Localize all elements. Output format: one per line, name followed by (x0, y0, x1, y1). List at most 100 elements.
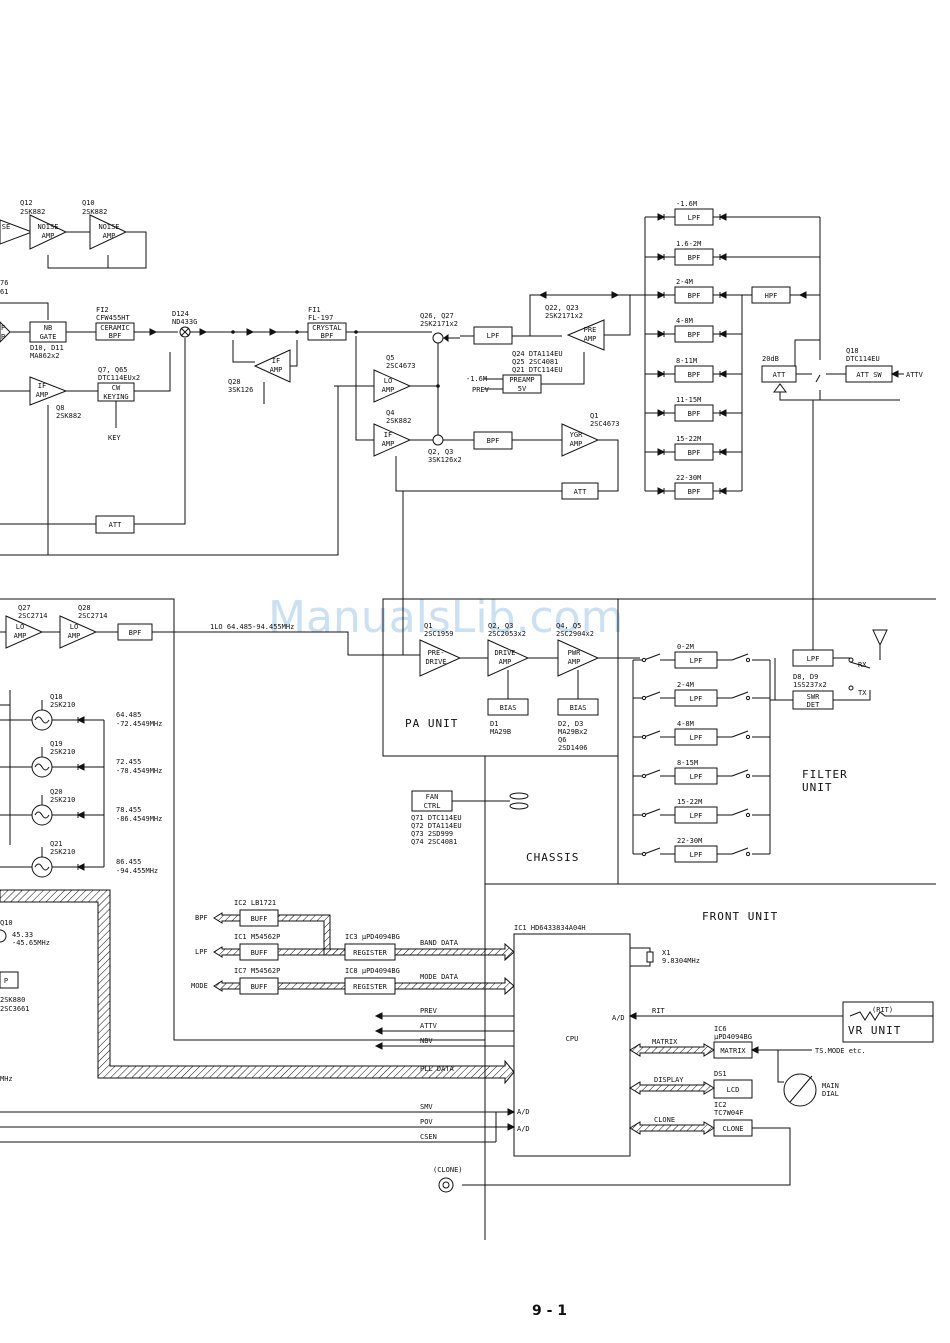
svg-text:Q25 2SC4081: Q25 2SC4081 (512, 358, 558, 366)
svg-text:(CLONE): (CLONE) (433, 1166, 463, 1174)
svg-text:Q74 2SC4081: Q74 2SC4081 (411, 838, 457, 846)
svg-text:AMP: AMP (270, 366, 283, 374)
svg-text:PREAMP: PREAMP (509, 376, 534, 384)
svg-text:Q1: Q1 (590, 412, 598, 420)
bpf-bank-band-5: 11-15M (676, 396, 701, 404)
svg-text:P: P (4, 977, 8, 985)
svg-text:CRYSTAL: CRYSTAL (312, 324, 342, 332)
vr-pot-label: (RIT) (872, 1006, 893, 1014)
att-20db-value: 20dB (762, 355, 779, 363)
svg-text:IC1 HD6433834A04H: IC1 HD6433834A04H (514, 924, 586, 932)
front-unit: IC2 LB1721 BUFF IC1 M54562P BUFF IC7 M54… (0, 899, 933, 1193)
att-sw-label: ATT SW (856, 371, 882, 379)
svg-text:μPD4094BG: μPD4094BG (714, 1033, 752, 1041)
svg-text:Q4, Q5: Q4, Q5 (556, 622, 581, 630)
filter-bank: LPF0-2MLPF2-4MLPF4-8MLPF8-15MLPF15-22MLP… (632, 643, 775, 863)
svg-text:Q4: Q4 (386, 409, 394, 417)
svg-text:IC1 M54562P: IC1 M54562P (234, 933, 280, 941)
svg-text:PRE: PRE (584, 326, 597, 334)
svg-text:TX: TX (858, 689, 867, 697)
svg-text:AMP: AMP (36, 391, 49, 399)
svg-text:TS.MODE etc.: TS.MODE etc. (815, 1047, 866, 1055)
svg-text:Q26, Q27: Q26, Q27 (420, 312, 454, 320)
svg-text:YGR: YGR (570, 431, 583, 439)
svg-text:Q12: Q12 (20, 199, 33, 207)
bpf-bank-band-0: -1.6M (676, 200, 697, 208)
vco-0-f1: 64.485 (116, 711, 141, 719)
filter-output: LPF SWR DET D8, D9 1SS237x2 RX TX (774, 400, 888, 710)
svg-text:CLONE: CLONE (722, 1125, 743, 1133)
chassis-label: CHASSIS (526, 851, 579, 864)
filter-unit-label-1: FILTER (802, 768, 848, 781)
svg-text:AMP: AMP (103, 232, 116, 240)
bpf-bank-band-4: 8-11M (676, 357, 697, 365)
svg-text:PREV: PREV (420, 1007, 438, 1015)
svg-text:5V: 5V (518, 385, 527, 393)
vco-0-q: Q18 (50, 693, 63, 701)
svg-text:IC7 M54562P: IC7 M54562P (234, 967, 280, 975)
bpf-bank-type-1: BPF (688, 254, 701, 262)
svg-text:Q1: Q1 (424, 622, 432, 630)
svg-text:BIAS: BIAS (500, 704, 517, 712)
svg-text:LPF: LPF (487, 332, 500, 340)
svg-text:D10, D11: D10, D11 (30, 344, 64, 352)
svg-text:1SS237x2: 1SS237x2 (793, 681, 827, 689)
vco-3-f2: -94.455MHz (116, 867, 158, 875)
svg-text:2SC2904x2: 2SC2904x2 (556, 630, 594, 638)
vco-2-part: 2SK210 (50, 796, 75, 804)
svg-text:Q27: Q27 (18, 604, 31, 612)
svg-text:PRE-: PRE- (428, 649, 445, 657)
svg-text:2SK882: 2SK882 (20, 208, 45, 216)
noise-amp-1 (29, 214, 68, 250)
svg-text:2SK2171x2: 2SK2171x2 (420, 320, 458, 328)
svg-text:2SC1959: 2SC1959 (424, 630, 454, 638)
pll-data-bus (0, 889, 515, 1085)
lo-amp-q27 (5, 615, 44, 649)
vco-3-f1: 86.455 (116, 858, 141, 866)
vco-2-q: Q20 (50, 788, 63, 796)
svg-text:CPU: CPU (566, 1035, 579, 1043)
lo-amp-q28 (59, 615, 98, 649)
vco-2-f1: 78.455 (116, 806, 141, 814)
svg-text:FL-197: FL-197 (308, 314, 333, 322)
fan-ctrl: FAN CTRL Q71 DTC114EU Q72 DTA114EU Q73 2… (411, 790, 529, 846)
mixer-q2 (432, 434, 444, 446)
svg-text:CLONE: CLONE (654, 1116, 675, 1124)
lcd-block (713, 1079, 753, 1099)
svg-text:AMP: AMP (382, 386, 395, 394)
ygr-amp (561, 423, 600, 457)
svg-text:Q71 DTC114EU: Q71 DTC114EU (411, 814, 462, 822)
svg-text:MAIN: MAIN (822, 1082, 839, 1090)
svg-text:AMP: AMP (14, 632, 27, 640)
svg-text:AMP: AMP (570, 440, 583, 448)
svg-text:CERAMIC: CERAMIC (100, 324, 130, 332)
svg-text:76: 76 (0, 279, 8, 287)
bpf-bank-type-5: BPF (688, 410, 701, 418)
svg-text:LO: LO (384, 377, 392, 385)
svg-text:RIT: RIT (652, 1007, 665, 1015)
svg-text:MODE: MODE (191, 982, 208, 990)
att-20db-label: ATT (773, 371, 786, 379)
svg-text:IC6: IC6 (714, 1025, 727, 1033)
svg-text:Q72 DTA114EU: Q72 DTA114EU (411, 822, 462, 830)
vco-group: Q182SK21064.485-72.4549MHzQ192SK21072.45… (0, 693, 162, 878)
svg-text:2SC4673: 2SC4673 (590, 420, 620, 428)
svg-text:IF: IF (272, 357, 280, 365)
svg-text:PWR: PWR (568, 649, 581, 657)
svg-text:SWR: SWR (807, 693, 820, 701)
svg-text:LCD: LCD (727, 1086, 740, 1094)
filter-lpf-type-1: LPF (690, 695, 703, 703)
svg-text:BPF: BPF (321, 332, 334, 340)
svg-text:ATT: ATT (574, 488, 587, 496)
filter-band-1: 2-4M (677, 681, 694, 689)
svg-text:IC2 LB1721: IC2 LB1721 (234, 899, 276, 907)
svg-text:BUFF: BUFF (251, 983, 268, 991)
svg-text:Q73 2SD999: Q73 2SD999 (411, 830, 453, 838)
drive-amp (487, 639, 530, 677)
svg-text:2SK2171x2: 2SK2171x2 (545, 312, 583, 320)
bpf-bank-type-0: LPF (688, 214, 701, 222)
vco-3-part: 2SK210 (50, 848, 75, 856)
svg-text:-1.6M: -1.6M (466, 375, 487, 383)
svg-text:FAN: FAN (426, 793, 439, 801)
svg-text:AMP: AMP (584, 335, 597, 343)
